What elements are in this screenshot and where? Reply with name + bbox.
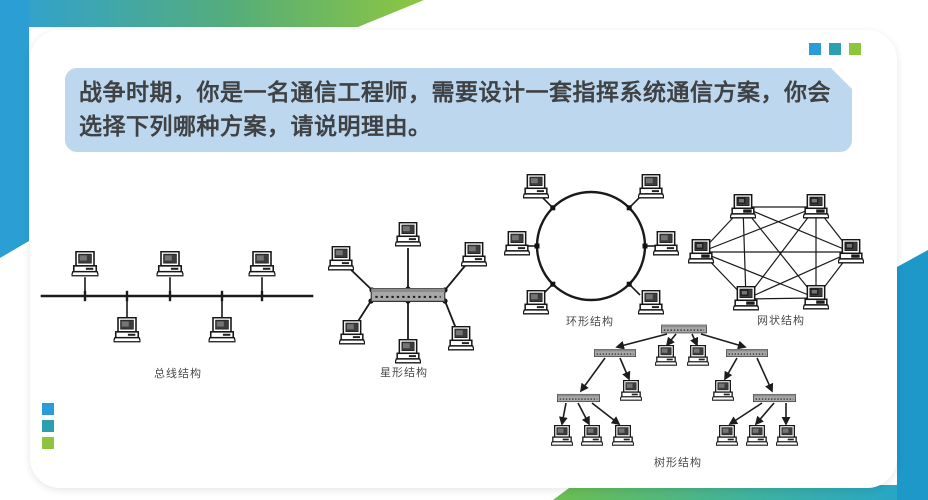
- right-accent-shape: [897, 250, 928, 500]
- computer-icon: [395, 339, 421, 364]
- computer-icon: [156, 251, 184, 277]
- computer-icon: [746, 425, 768, 446]
- computer-icon: [395, 222, 421, 247]
- computer-icon: [716, 425, 738, 446]
- question-box: 战争时期，你是一名通信工程师，需要设计一套指挥系统通信方案，你会选择下列哪种方案…: [65, 68, 852, 152]
- computer-icon: [71, 251, 99, 277]
- decor-square-teal-icon: [42, 420, 54, 432]
- computer-icon: [688, 239, 714, 264]
- computer-icon: [612, 425, 634, 446]
- mesh-topology-diagram: [688, 194, 864, 311]
- computer-icon: [523, 290, 549, 315]
- computer-icon: [712, 380, 734, 401]
- bus-topology-diagram: [40, 251, 314, 343]
- computer-icon: [638, 174, 664, 199]
- decor-square-blue-icon: [809, 43, 821, 55]
- computer-icon: [687, 345, 709, 366]
- computer-icon: [551, 425, 573, 446]
- hub-icon: [753, 393, 796, 403]
- tree-topology-diagram: [551, 324, 798, 446]
- hub-icon: [370, 288, 446, 302]
- ring-topology-diagram: [504, 174, 679, 315]
- computer-icon: [776, 425, 798, 446]
- diagram-label-tree: 树形结构: [654, 457, 702, 469]
- computer-icon: [248, 251, 276, 277]
- diagram-label-bus: 总线结构: [154, 368, 202, 380]
- diagram-label-mesh: 网状结构: [757, 315, 805, 327]
- decor-square-blue-icon: [42, 403, 54, 415]
- computer-icon: [653, 231, 679, 256]
- computer-icon: [838, 239, 864, 264]
- computer-icon: [208, 317, 236, 343]
- decor-squares-top-right: [809, 43, 861, 55]
- diagram-label-ring: 环形结构: [566, 316, 614, 328]
- computer-icon: [733, 286, 759, 311]
- computer-icon: [448, 326, 474, 351]
- computer-icon: [581, 425, 603, 446]
- computer-icon: [620, 380, 642, 401]
- hub-icon: [661, 324, 707, 334]
- hub-icon: [594, 348, 636, 358]
- question-text: 战争时期，你是一名通信工程师，需要设计一套指挥系统通信方案，你会选择下列哪种方案…: [79, 79, 831, 139]
- computer-icon: [328, 246, 354, 271]
- computer-icon: [339, 320, 365, 345]
- computer-icon: [461, 242, 487, 267]
- hub-icon: [726, 348, 768, 358]
- decor-square-green-icon: [42, 437, 54, 449]
- computer-icon: [730, 194, 756, 219]
- computer-icon: [638, 290, 664, 315]
- star-topology-diagram: [328, 222, 487, 364]
- top-gradient-band: [0, 0, 424, 27]
- hub-icon: [557, 393, 600, 403]
- diagram-label-star: 星形结构: [380, 367, 428, 379]
- computer-icon: [113, 317, 141, 343]
- computer-icon: [803, 285, 829, 310]
- computer-icon: [504, 231, 530, 256]
- bottom-gradient-band: [553, 485, 928, 500]
- left-accent-shape: [0, 0, 29, 258]
- decor-square-green-icon: [849, 43, 861, 55]
- decor-square-teal-icon: [829, 43, 841, 55]
- computer-icon: [803, 194, 829, 219]
- computer-icon: [655, 345, 677, 366]
- decor-squares-bottom-left: [42, 403, 54, 449]
- computer-icon: [523, 174, 549, 199]
